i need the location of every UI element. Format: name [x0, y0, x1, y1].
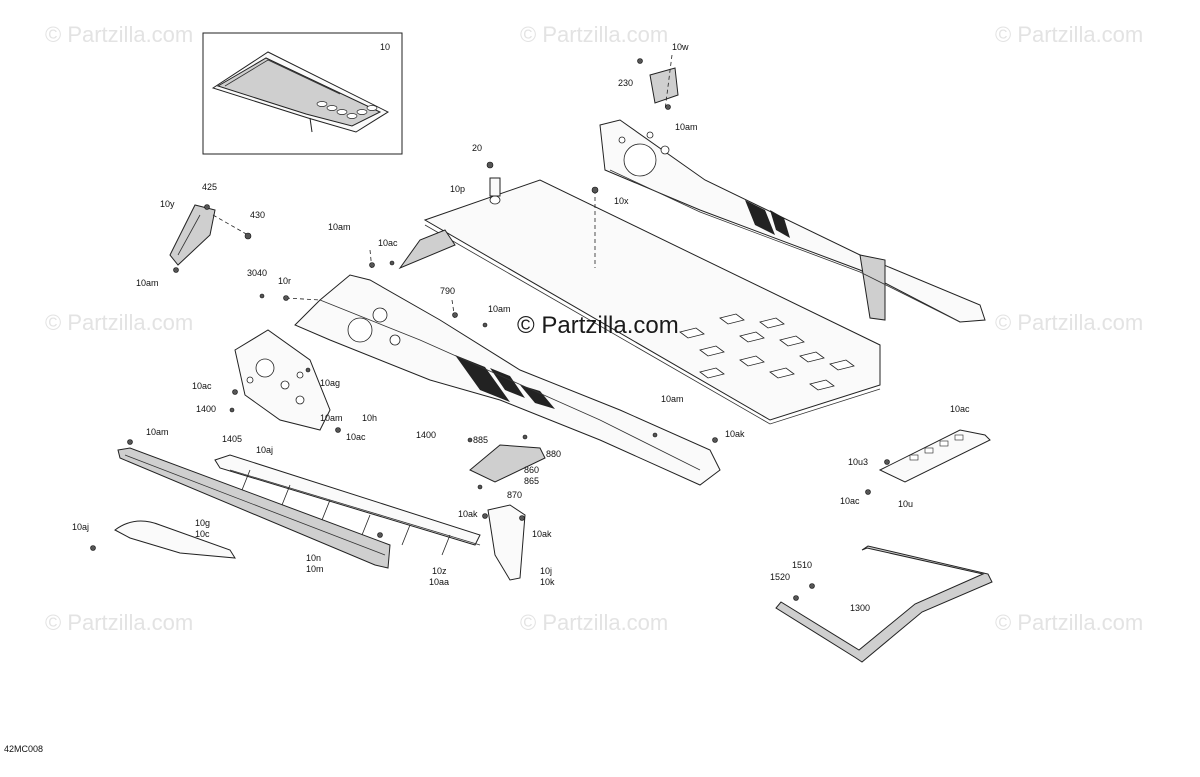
- left-tunnel-side: [294, 274, 721, 486]
- callout: 10z: [432, 566, 447, 576]
- watermark: © Partzilla.com: [995, 610, 1143, 635]
- callout: 425: [202, 182, 217, 192]
- callout: 10ak: [532, 529, 552, 539]
- callout: 430: [250, 210, 265, 220]
- callout: 1300: [850, 603, 870, 613]
- watermark: © Partzilla.com: [995, 22, 1143, 47]
- watermark: © Partzilla.com: [45, 610, 193, 635]
- reinforcement-plate: [234, 329, 331, 431]
- callout: 230: [618, 78, 633, 88]
- callout: 10j: [540, 566, 552, 576]
- callout: 1405: [222, 434, 242, 444]
- right-side-panel: [599, 67, 986, 323]
- callout: 3040: [247, 268, 267, 278]
- callout: 10h: [362, 413, 377, 423]
- callout: 10am: [675, 122, 698, 132]
- callout: 10ak: [725, 429, 745, 439]
- watermark: © Partzilla.com: [520, 22, 668, 47]
- callout: 10am: [320, 413, 343, 423]
- callout: 10ak: [458, 509, 478, 519]
- callout: 10y: [160, 199, 175, 209]
- callout: 10c: [195, 529, 210, 539]
- callout-labels: 10w 230 10am 20 10p 10x 425 10y 430 10am…: [72, 42, 970, 613]
- callout: 1520: [770, 572, 790, 582]
- callout: 1400: [416, 430, 436, 440]
- callout: 885: [473, 435, 488, 445]
- callout: 10p: [450, 184, 465, 194]
- callout: 10am: [146, 427, 169, 437]
- callout: 10ac: [192, 381, 212, 391]
- callout: 10aj: [72, 522, 89, 532]
- callout: 10ac: [840, 496, 860, 506]
- watermark-layer: © Partzilla.com © Partzilla.com © Partzi…: [45, 22, 1143, 635]
- callout: 10aj: [256, 445, 273, 455]
- callout: 790: [440, 286, 455, 296]
- callout: 1510: [792, 560, 812, 570]
- callout: 10ac: [950, 404, 970, 414]
- callout: 10ac: [378, 238, 398, 248]
- center-watermark: © Partzilla.com: [517, 312, 679, 339]
- right-plate: [878, 429, 991, 483]
- callout: 10k: [540, 577, 555, 587]
- callout: 10n: [306, 553, 321, 563]
- watermark: © Partzilla.com: [995, 310, 1143, 335]
- fasteners: [90, 58, 890, 601]
- leader-lines: [212, 54, 673, 321]
- callout: 10u: [898, 499, 913, 509]
- callout: 10am: [488, 304, 511, 314]
- callout: 865: [524, 476, 539, 486]
- callout: 10ac: [346, 432, 366, 442]
- callout: 10am: [328, 222, 351, 232]
- callout: 10am: [136, 278, 159, 288]
- lower-bracket: [114, 520, 236, 559]
- callout: 20: [472, 143, 482, 153]
- callout: 860: [524, 465, 539, 475]
- callout: 1400: [196, 404, 216, 414]
- callout: 10u3: [848, 457, 868, 467]
- watermark: © Partzilla.com: [45, 22, 193, 47]
- heel-bracket: [487, 504, 526, 581]
- watermark: © Partzilla.com: [520, 610, 668, 635]
- running-board: [117, 447, 481, 569]
- callout: 10g: [195, 518, 210, 528]
- callout: 10w: [672, 42, 689, 52]
- watermark: © Partzilla.com: [45, 310, 193, 335]
- inset-box: 10: [202, 32, 403, 155]
- callout: 10am: [661, 394, 684, 404]
- callout: 10r: [278, 276, 291, 286]
- callout: 10x: [614, 196, 629, 206]
- footrest: [469, 444, 546, 483]
- inset-label: 10: [380, 42, 390, 52]
- callout: 870: [507, 490, 522, 500]
- callout: 10aa: [429, 577, 449, 587]
- callout: 10ag: [320, 378, 340, 388]
- diagram-code: 42MC008: [4, 744, 43, 754]
- left-flap: [169, 204, 216, 266]
- tunnel-deck: [398, 177, 881, 425]
- callout: 880: [546, 449, 561, 459]
- callout: 10m: [306, 564, 324, 574]
- bumper: [775, 545, 993, 663]
